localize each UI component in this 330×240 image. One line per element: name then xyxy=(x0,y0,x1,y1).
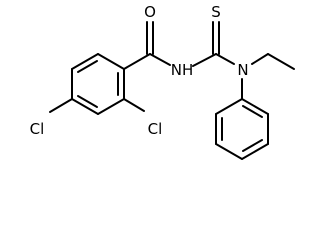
ring2-bond xyxy=(241,98,269,115)
sulfur-label: S xyxy=(211,3,221,21)
ortho-chlorine-label: Cl xyxy=(148,120,163,138)
ring1-inner-bond xyxy=(77,60,98,73)
ring2-inner-bond xyxy=(242,105,263,118)
amide-bond xyxy=(149,53,171,66)
ring2-bond xyxy=(215,98,243,115)
para-chlorine-bond xyxy=(49,98,73,113)
ring1-bond xyxy=(97,53,125,70)
amide-nitrogen-label: NH xyxy=(171,61,194,79)
ring1-bond xyxy=(71,53,99,70)
thiourea-bond xyxy=(192,53,217,67)
ring1-bond xyxy=(97,98,125,115)
phenyl-ring xyxy=(215,98,269,160)
ring1-inner-bond xyxy=(77,95,98,108)
ring2-bond xyxy=(215,143,243,160)
chemical-structure-diagram: O S NH N Cl Cl xyxy=(30,3,295,160)
amine-nitrogen-label: N xyxy=(237,61,248,79)
ethyl-bond xyxy=(267,53,295,70)
para-chlorine-label: Cl xyxy=(30,120,45,138)
thiourea-n-bond xyxy=(215,53,235,65)
ring2-inner-bond xyxy=(242,139,263,152)
carbonyl-carbon-bond xyxy=(123,53,151,70)
dichlorophenyl-ring xyxy=(71,53,125,115)
ethyl-bond xyxy=(251,53,269,65)
oxygen-label: O xyxy=(144,3,156,21)
ring2-bond xyxy=(241,143,269,160)
ring1-bond xyxy=(71,98,99,115)
ortho-chlorine-bond xyxy=(123,98,145,112)
